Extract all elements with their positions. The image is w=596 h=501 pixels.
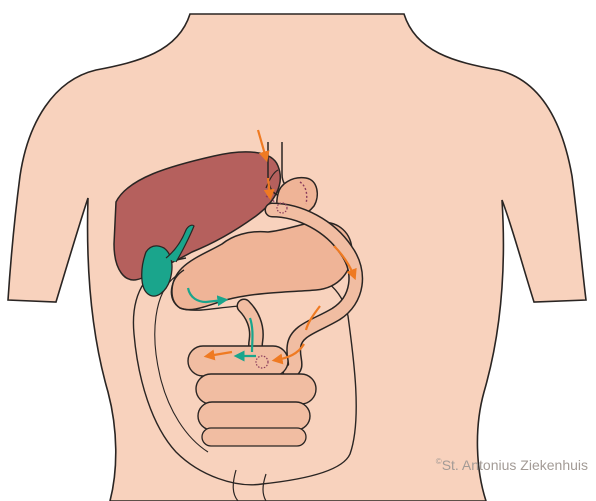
credit-text: St. Antonius Ziekenhuis bbox=[442, 457, 588, 473]
copyright-credit: ©St. Antonius Ziekenhuis bbox=[436, 457, 588, 473]
